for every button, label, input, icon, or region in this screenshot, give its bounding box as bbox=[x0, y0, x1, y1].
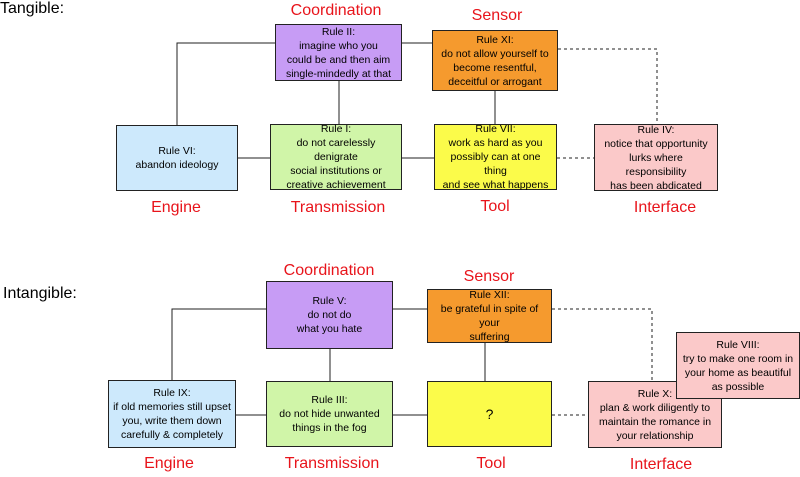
rule-box-rule3: Rule III: do not hide unwanted things in… bbox=[266, 381, 393, 447]
rule-box-rule12: Rule XII: be grateful in spite of your s… bbox=[427, 289, 552, 343]
rule-title: Rule VI: bbox=[158, 145, 196, 157]
rule-text: abandon ideology bbox=[135, 159, 219, 171]
rule-box-rule11: Rule XI: do not allow yourself to become… bbox=[432, 30, 558, 91]
rule-text: plan & work diligently to maintain the r… bbox=[598, 401, 712, 442]
rule-text: be grateful in spite of your suffering bbox=[440, 303, 539, 343]
rule-text: notice that opportunity lurks where resp… bbox=[604, 137, 708, 192]
line-rule12-rule10 bbox=[552, 308, 653, 381]
intangible-connectors bbox=[171, 308, 486, 416]
role-label-coordination: Coordination bbox=[290, 2, 382, 19]
line-rule5-rule9 bbox=[171, 308, 266, 380]
rule-box-rule6: Rule VI: abandon ideology bbox=[116, 125, 238, 191]
rule-title: Rule XI: bbox=[476, 33, 514, 46]
unknown-rule-mark: ? bbox=[485, 406, 494, 422]
role-label-coordination: Coordination bbox=[283, 262, 375, 279]
intangible-dashed-connectors bbox=[552, 308, 653, 416]
role-label-sensor: Sensor bbox=[471, 7, 523, 24]
rule-text: do not hide unwanted things in the fog bbox=[279, 408, 380, 434]
rule-box-rule5: Rule V: do not do what you hate bbox=[266, 281, 393, 349]
rule-title: Rule VIII: bbox=[716, 338, 760, 351]
role-label-tool: Tool bbox=[480, 198, 510, 215]
section-label-intangible: Intangible: bbox=[3, 285, 77, 302]
line-rule11-rule4 bbox=[558, 48, 658, 124]
rule-box-rule9: Rule IX: if old memories still upset you… bbox=[108, 380, 236, 448]
rule-title: Rule II: bbox=[321, 25, 356, 38]
rule-text: do not allow yourself to become resentfu… bbox=[441, 47, 549, 88]
rule-text: do not do what you hate bbox=[296, 309, 363, 335]
role-label-transmission: Transmission bbox=[284, 455, 380, 472]
rule-box-rule2: Rule II: imagine who you could be and th… bbox=[275, 24, 402, 81]
rule-title: Rule X: bbox=[637, 387, 673, 400]
rule-title: Rule V: bbox=[312, 295, 347, 307]
rule-box-rule7: Rule VII: work as hard as you possibly c… bbox=[434, 123, 557, 191]
role-label-sensor: Sensor bbox=[463, 268, 515, 285]
tangible-connectors bbox=[176, 42, 496, 159]
line-rule2-rule6 bbox=[176, 42, 275, 125]
tangible-dashed-connectors bbox=[557, 48, 658, 159]
role-label-transmission: Transmission bbox=[290, 199, 386, 216]
rule-text: do not carelessly denigrate social insti… bbox=[286, 137, 386, 191]
rule-text: work as hard as you possibly can at one … bbox=[442, 137, 549, 191]
rule-box-rule4: Rule IV: notice that opportunity lurks w… bbox=[594, 123, 718, 192]
rule-title: Rule I: bbox=[320, 123, 352, 135]
role-label-engine: Engine bbox=[144, 455, 194, 472]
rule-title: Rule IX: bbox=[153, 387, 191, 399]
section-label-tangible: Tangible: bbox=[0, 0, 65, 17]
role-label-interface: Interface bbox=[633, 199, 697, 216]
rule-title: Rule VII: bbox=[475, 123, 516, 135]
rule-text: if old memories still upset you, write t… bbox=[113, 401, 231, 441]
rule-box-rule10: Rule X: plan & work diligently to mainta… bbox=[588, 381, 722, 448]
rule-box-rule8: Rule VIII: try to make one room in your … bbox=[676, 332, 800, 399]
rule-title: Rule IV: bbox=[637, 123, 675, 136]
rule-box-unknown: ? bbox=[427, 381, 552, 447]
rule-text: imagine who you could be and then aim si… bbox=[285, 39, 392, 80]
role-label-interface: Interface bbox=[629, 456, 693, 473]
rule-text: try to make one room in your home as bea… bbox=[682, 352, 794, 393]
role-label-tool: Tool bbox=[476, 455, 506, 472]
rule-title: Rule XII: bbox=[469, 289, 510, 301]
rule-box-rule1: Rule I: do not carelessly denigrate soci… bbox=[270, 123, 402, 191]
role-label-engine: Engine bbox=[151, 199, 201, 216]
rule-title: Rule III: bbox=[311, 394, 348, 406]
